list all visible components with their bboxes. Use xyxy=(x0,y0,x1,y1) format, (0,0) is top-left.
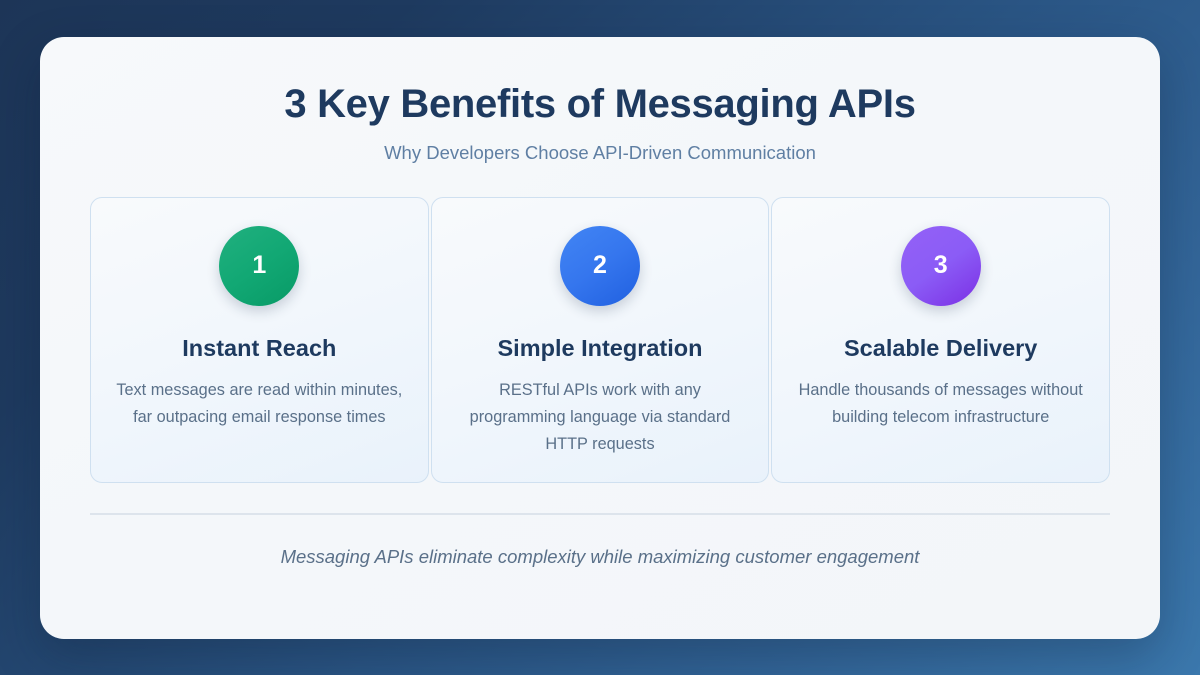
benefit-card-1: 1 Instant Reach Text messages are read w… xyxy=(90,196,429,483)
number-badge-icon-2: 2 xyxy=(560,225,640,306)
benefit-title-2: Simple Integration xyxy=(497,334,703,361)
benefit-card-2: 2 Simple Integration RESTful APIs work w… xyxy=(430,196,770,483)
benefit-description-3: Handle thousands of messages without bui… xyxy=(798,380,1083,426)
slide-footer: Messaging APIs eliminate complexity whil… xyxy=(90,512,1110,639)
benefit-description-1: Text messages are read within minutes, f… xyxy=(116,380,403,426)
benefit-cards-row: 1 Instant Reach Text messages are read w… xyxy=(90,196,1111,483)
badge-number-1: 1 xyxy=(252,251,267,280)
page-title: 3 Key Benefits of Messaging APIs xyxy=(284,81,916,126)
badge-number-3: 3 xyxy=(933,251,948,280)
number-badge-icon-1: 1 xyxy=(219,225,300,306)
benefit-description-2: RESTful APIs work with any programming l… xyxy=(469,380,731,453)
page-subtitle: Why Developers Choose API-Driven Communi… xyxy=(384,141,816,163)
number-badge-icon-3: 3 xyxy=(900,225,981,306)
badge-number-2: 2 xyxy=(593,251,607,280)
footer-tagline: Messaging APIs eliminate complexity whil… xyxy=(280,545,920,567)
benefit-title-3: Scalable Delivery xyxy=(844,334,1038,361)
benefit-card-3: 3 Scalable Delivery Handle thousands of … xyxy=(771,196,1111,483)
benefit-title-1: Instant Reach xyxy=(182,334,337,361)
slide-header: 3 Key Benefits of Messaging APIs Why Dev… xyxy=(90,81,1110,165)
slide-panel: 3 Key Benefits of Messaging APIs Why Dev… xyxy=(40,36,1160,639)
